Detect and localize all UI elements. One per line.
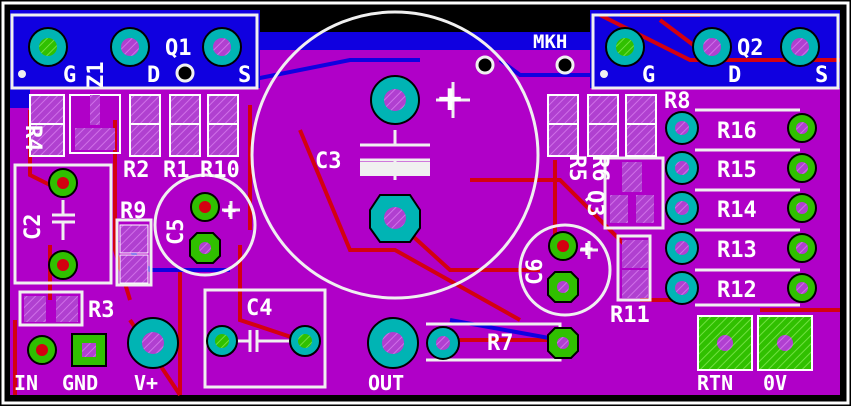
label-r4: R4	[20, 125, 45, 152]
c3-plate	[360, 162, 430, 176]
label-r14: R14	[717, 198, 757, 223]
label-r10: R10	[200, 158, 240, 183]
label-r7: R7	[487, 331, 514, 356]
label-r11: R11	[610, 303, 650, 328]
label-c2: C2	[21, 214, 46, 241]
label-s2: S	[815, 63, 828, 88]
label-r6: R6	[587, 155, 612, 182]
label-c5: C5	[164, 219, 189, 246]
label-0v: 0V	[763, 371, 787, 395]
label-r5: R5	[564, 155, 589, 182]
label-rtn: RTN	[697, 371, 733, 395]
label-plus-c5: +	[223, 199, 236, 224]
th-pads	[27, 27, 820, 371]
board-title: MKH	[533, 31, 567, 53]
label-q1: Q1	[165, 36, 192, 61]
label-r13: R13	[717, 238, 757, 263]
label-q3: Q3	[582, 190, 607, 217]
label-g1: G	[63, 63, 76, 88]
pin1-dots	[18, 70, 608, 78]
label-d1: D	[147, 63, 160, 88]
label-vplus: V+	[134, 371, 158, 395]
silkscreen	[10, 10, 840, 389]
label-r2: R2	[123, 158, 150, 183]
label-g2: G	[642, 63, 655, 88]
label-s1: S	[238, 63, 251, 88]
label-r16: R16	[717, 119, 757, 144]
header-black	[260, 10, 590, 32]
label-r12: R12	[717, 278, 757, 303]
label-plus-c6: +	[580, 237, 593, 262]
label-r1: R1	[163, 158, 190, 183]
label-in: IN	[14, 371, 38, 395]
label-r9: R9	[120, 199, 147, 224]
smd-pads	[24, 94, 657, 322]
label-c6: C6	[523, 259, 548, 286]
label-out: OUT	[368, 371, 404, 395]
label-plus-c3: +	[438, 76, 462, 122]
label-d2: D	[728, 63, 741, 88]
label-c3: C3	[315, 149, 342, 174]
label-r15: R15	[717, 158, 757, 183]
label-c4: C4	[246, 296, 273, 321]
label-q2: Q2	[737, 36, 764, 61]
label-r3: R3	[88, 298, 115, 323]
label-z1: Z1	[84, 62, 109, 89]
label-r8: R8	[664, 89, 691, 114]
label-gnd: GND	[62, 371, 98, 395]
